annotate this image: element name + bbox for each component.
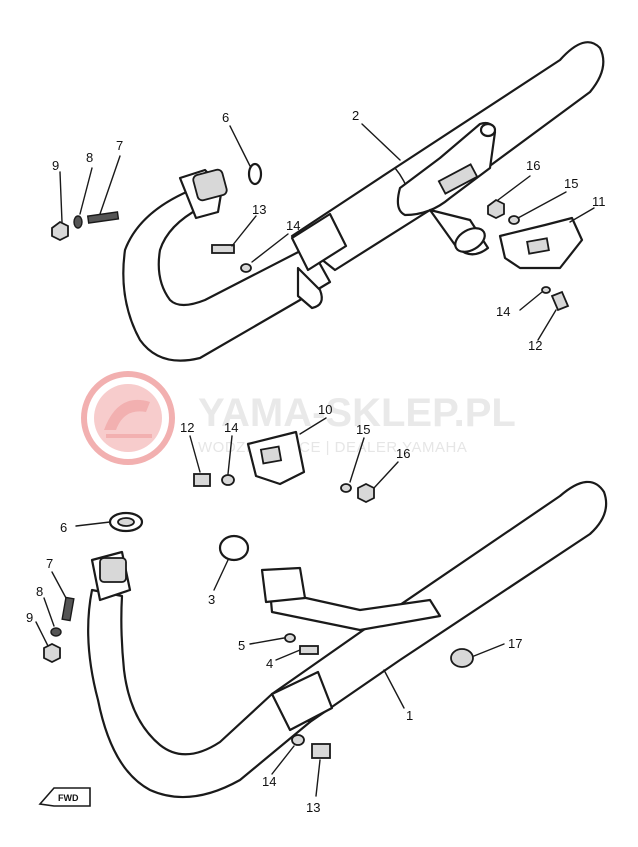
header-pipe-upper (122, 186, 332, 362)
callout-14b-upper: 14 (496, 304, 510, 319)
callout-9-upper: 9 (52, 158, 59, 173)
bolt-4-lower (299, 645, 319, 655)
callout-8-upper: 8 (86, 150, 93, 165)
washer-5-lower (284, 633, 296, 643)
pipe-bracket-upper (296, 266, 323, 310)
dealer-logo (81, 371, 175, 465)
bolt-13-lower (311, 743, 331, 759)
gasket-3-lower (218, 534, 250, 562)
callout-8-lower: 8 (36, 584, 43, 599)
stud-7-lower (61, 596, 75, 622)
callout-2-upper: 2 (352, 108, 359, 123)
callout-10-lower: 10 (318, 402, 332, 417)
washer-14b-lower (291, 734, 305, 746)
callout-13-lower: 13 (306, 800, 320, 815)
stud-7-upper (86, 211, 120, 224)
callout-15-lower: 15 (356, 422, 370, 437)
callout-14b-lower: 14 (262, 774, 276, 789)
upper-assembly: 9 8 7 6 2 16 15 11 13 14 14 12 (51, 41, 606, 362)
watermark-tagline: WODZISŁAWICE | DEALER YAMAHA (198, 439, 467, 456)
callout-16-upper: 16 (526, 158, 540, 173)
callout-13-upper: 13 (252, 202, 266, 217)
callout-7-lower: 7 (46, 556, 53, 571)
washer-14-upper (240, 263, 252, 273)
header-pipe-lower (87, 588, 312, 799)
bolt-13-upper (211, 244, 235, 254)
joint-clamp-upper (290, 212, 348, 272)
nut-16-lower (357, 482, 375, 504)
washer-8-upper (73, 215, 83, 229)
callout-14-upper: 14 (286, 218, 300, 233)
callout-6-upper: 6 (222, 110, 229, 125)
lower-assembly: 12 14 10 15 16 6 7 8 9 3 5 4 1 17 14 13 (26, 402, 608, 815)
gasket-6-upper (247, 162, 263, 186)
washer-14-lower (221, 474, 235, 486)
callout-16-lower: 16 (396, 446, 410, 461)
callout-9-lower: 9 (26, 610, 33, 625)
callout-11-upper: 11 (592, 194, 606, 209)
callout-6-lower: 6 (60, 520, 67, 535)
callout-15-upper: 15 (564, 176, 578, 191)
washer-15-lower (340, 483, 352, 493)
callout-5-lower: 5 (238, 638, 245, 653)
washer-14b-upper (541, 286, 551, 294)
callout-4-lower: 4 (266, 656, 273, 671)
washer-15-upper (508, 215, 520, 225)
fwd-label: FWD (58, 793, 79, 803)
callout-1-lower: 1 (406, 708, 413, 723)
nut-9-lower (43, 642, 61, 664)
callout-17-lower: 17 (508, 636, 522, 651)
joint-clamp-lower (270, 670, 334, 732)
washer-8-lower (50, 627, 62, 637)
tube-clamp-lower (260, 566, 307, 604)
grommet-17-lower (450, 648, 474, 668)
bolt-12-lower (193, 473, 211, 487)
callout-3-lower: 3 (208, 592, 215, 607)
muffler-lower (270, 480, 608, 724)
nut-9-upper (51, 220, 69, 242)
connecting-tube (268, 588, 442, 632)
callout-7-upper: 7 (116, 138, 123, 153)
callout-14-lower: 14 (224, 420, 238, 435)
bolt-12-upper (550, 290, 570, 312)
nut-16-upper (487, 198, 505, 220)
callout-12-lower: 12 (180, 420, 194, 435)
watermark-brand: YAMA-SKLEP.PL (198, 391, 516, 435)
fwd-arrow: FWD (38, 787, 91, 807)
callout-12-upper: 12 (528, 338, 542, 353)
